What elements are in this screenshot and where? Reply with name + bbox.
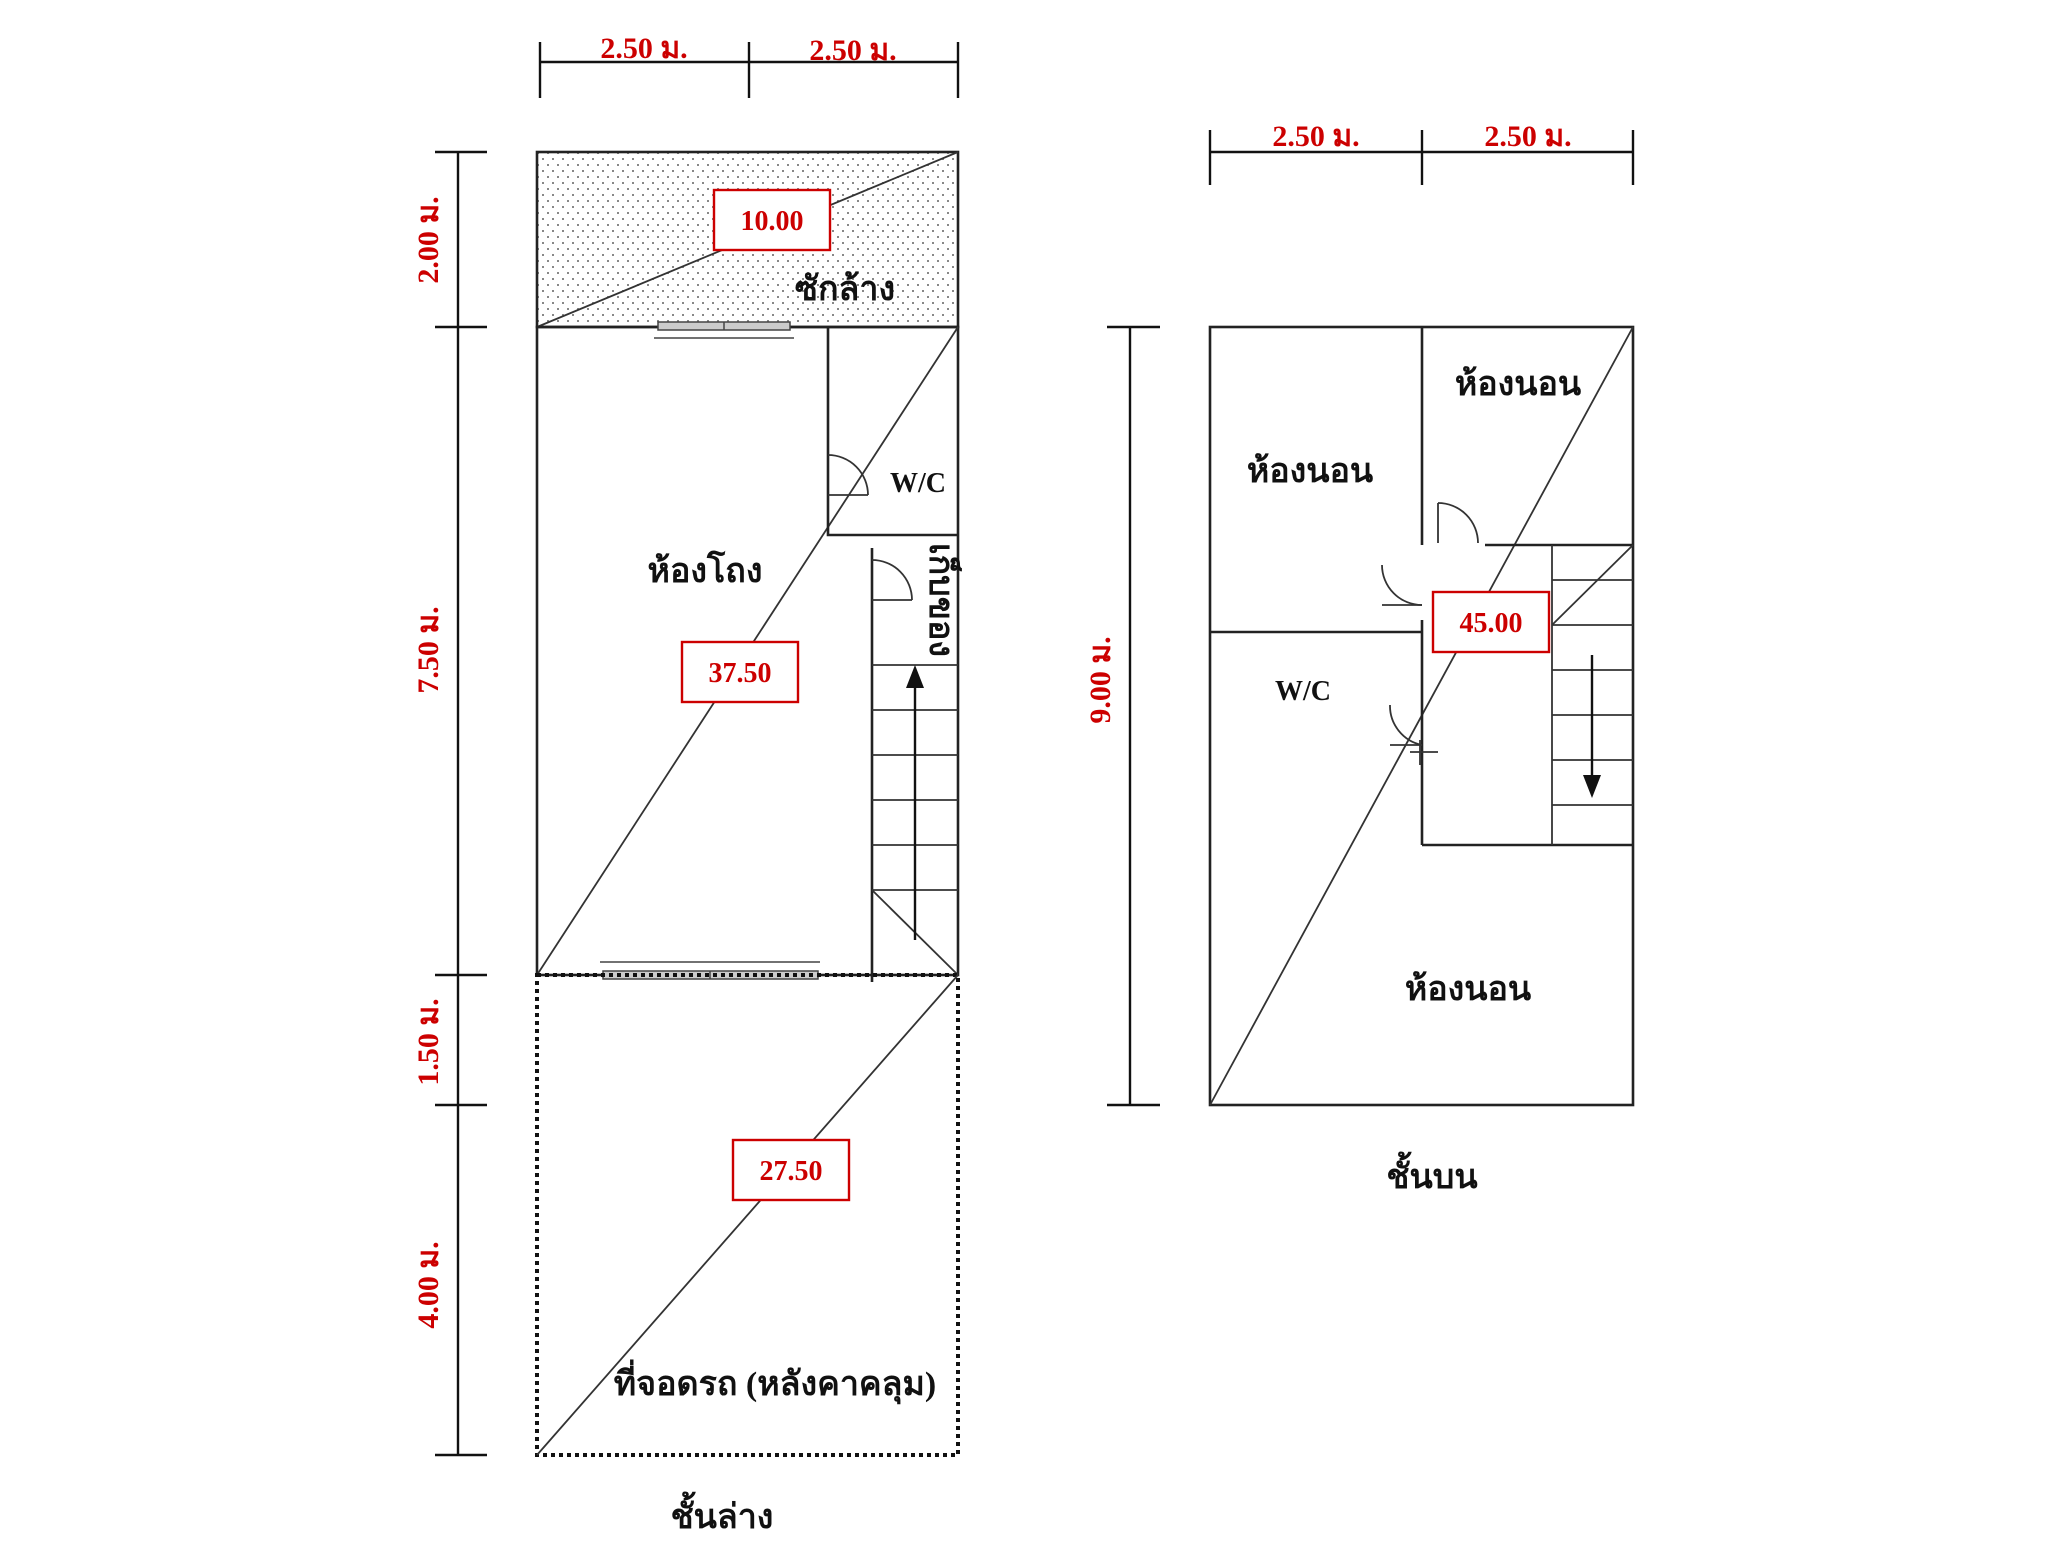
lower-height-dim-laundry: 2.00 ม. [412, 196, 445, 283]
parking-outline [535, 973, 960, 1457]
upper-height-dimension: 9.00 ม. [1084, 325, 1160, 1107]
area-box-parking: 27.50 [731, 1138, 851, 1202]
svg-text:10.00: 10.00 [741, 206, 804, 237]
parking-label: ที่จอดรถ (หลังคาคลุม) [614, 1359, 937, 1405]
wc-wall [826, 327, 958, 537]
svg-text:27.50: 27.50 [760, 1156, 823, 1187]
upper-height-dim: 9.00 ม. [1084, 636, 1117, 723]
upper-door-bedroom-right-icon [1437, 502, 1479, 544]
upper-width-dimension: 2.50 ม. 2.50 ม. [1208, 120, 1635, 185]
hall-label: ห้องโถง [648, 550, 763, 590]
upper-bedroom-right-label: ห้องนอน [1455, 366, 1581, 403]
laundry-label: ซักล้าง [795, 271, 895, 308]
area-box-laundry: 10.00 [712, 188, 832, 252]
upper-bedroom-front-label: ห้องนอน [1405, 971, 1531, 1008]
lower-height-dim-front: 1.50 ม. [412, 998, 445, 1085]
lower-height-dimension: 2.00 ม. 7.50 ม. 1.50 ม. 4.00 ม. [412, 150, 487, 1457]
sliding-door-laundry [654, 321, 794, 339]
lower-height-dim-parking: 4.00 ม. [412, 1241, 445, 1328]
storage-label: เก็บของ [922, 543, 963, 657]
svg-text:45.00: 45.00 [1460, 608, 1523, 639]
area-box-hall: 37.50 [680, 640, 800, 704]
upper-bedroom-left-label: ห้องนอน [1247, 453, 1373, 490]
upper-wc-label: W/C [1275, 676, 1331, 707]
stairs-up-arrow-icon [906, 665, 924, 688]
upper-door-bedroom-left-icon [1381, 564, 1423, 606]
storage-door-icon [871, 559, 913, 601]
upper-width-dim-right: 2.50 ม. [1484, 120, 1571, 153]
wc-door-icon [827, 454, 869, 496]
lower-width-dimension: 2.50 ม. 2.50 ม. [538, 32, 960, 98]
upper-floor-title: ชั้นบน [1386, 1151, 1477, 1196]
upper-width-dim-left: 2.50 ม. [1272, 120, 1359, 153]
lower-floor-title: ชั้นล่าง [671, 1491, 774, 1536]
lower-width-dim-left: 2.50 ม. [600, 32, 687, 65]
svg-text:37.50: 37.50 [709, 658, 772, 689]
upper-door-wc-icon [1389, 704, 1438, 765]
upper-floor-plan: 2.50 ม. 2.50 ม. 9.00 ม. [1084, 120, 1635, 1196]
area-box-upper: 45.00 [1431, 590, 1551, 654]
lower-width-dim-right: 2.50 ม. [809, 34, 896, 67]
lower-height-dim-hall: 7.50 ม. [412, 606, 445, 693]
lower-stairs [871, 664, 959, 976]
lower-wc-label: W/C [890, 468, 946, 499]
lower-floor-plan: 2.50 ม. 2.50 ม. 2.00 ม. 7.50 ม. 1.50 ม. … [412, 32, 963, 1536]
upper-stairs [1551, 544, 1634, 845]
stairs-down-arrow-icon [1583, 775, 1601, 798]
